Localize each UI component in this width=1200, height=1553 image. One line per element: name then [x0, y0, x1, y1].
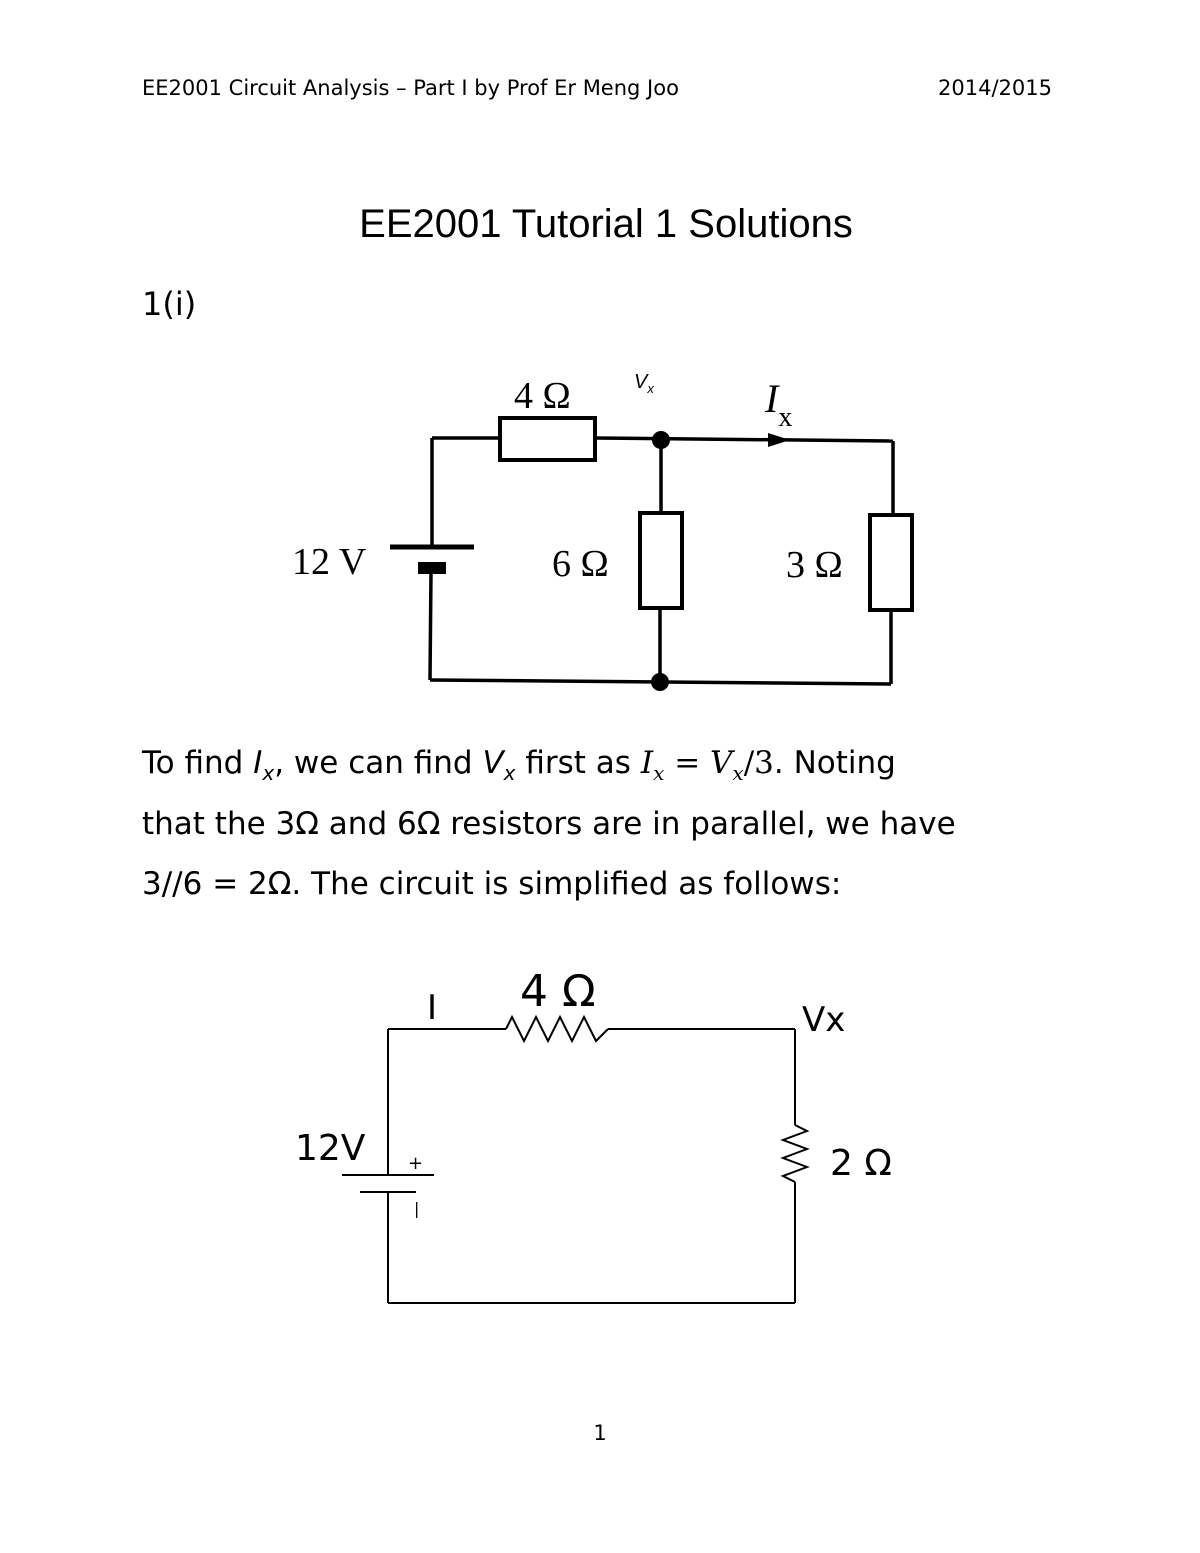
paragraph-line-1: To find Ix, we can find Vx first as Ix =… [142, 745, 896, 786]
current-arrow-icon [768, 433, 790, 447]
node-voltage-label: Vx [634, 371, 654, 396]
resistor-3-label: 3 Ω [786, 544, 843, 586]
current-label: I [427, 988, 437, 1028]
question-number: 1(i) [142, 285, 197, 323]
page-title: EE2001 Tutorial 1 Solutions [359, 202, 853, 246]
current-label: Ix [764, 376, 792, 433]
source-label: 12 V [292, 541, 367, 583]
plus-sign: + [408, 1153, 423, 1174]
resistor-4-label: 4 Ω [520, 966, 596, 1017]
circuit-diagram-original: 12 V 4 Ω 6 Ω 3 Ω Vx Ix [292, 371, 914, 691]
node-dot-bottom [651, 673, 669, 691]
header-year: 2014/2015 [938, 76, 1052, 100]
resistor-4-label: 4 Ω [514, 375, 571, 417]
resistor-6-label: 6 Ω [552, 543, 609, 585]
node-voltage-label: Vx [802, 1000, 845, 1040]
battery-short-plate [418, 562, 446, 574]
circuit-diagram-simplified: I 4 Ω Vx 12V + | 2 Ω [295, 966, 892, 1304]
resistor-2-label: 2 Ω [830, 1143, 892, 1184]
page-number: 1 [593, 1421, 607, 1445]
paragraph-line-3: 3//6 = 2Ω. The circuit is simplified as … [142, 866, 842, 902]
source-label: 12V [295, 1128, 366, 1169]
minus-sign: | [414, 1199, 419, 1218]
header-course-title: EE2001 Circuit Analysis – Part I by Prof… [142, 76, 679, 100]
node-dot-top [652, 431, 670, 449]
paragraph-line-2: that the 3Ω and 6Ω resistors are in para… [142, 806, 956, 842]
